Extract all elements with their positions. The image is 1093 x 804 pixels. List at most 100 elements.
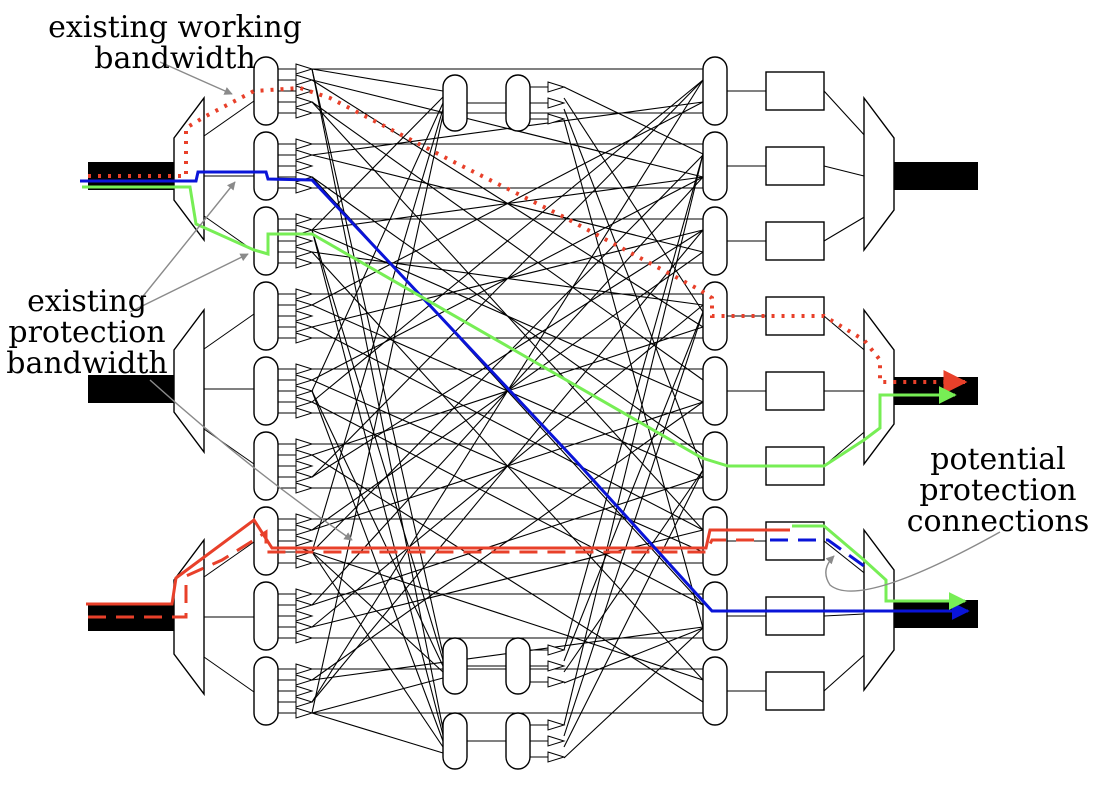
cross-link (311, 229, 704, 403)
amplifier-triangle (295, 621, 314, 633)
switch-oval (702, 56, 728, 126)
transponder-box (765, 146, 825, 186)
mid-stage-input-link (311, 96, 444, 231)
transponder-box (765, 671, 825, 711)
amplifier-triangle (547, 81, 566, 93)
mux-fan-line (823, 654, 865, 692)
cross-link (311, 79, 704, 403)
amplifier-triangle (295, 310, 314, 322)
mid-stage-input-link (311, 102, 444, 392)
switch-oval (253, 356, 279, 426)
cross-link (311, 101, 704, 156)
amplifier-triangle (295, 299, 314, 311)
cross-link (311, 401, 704, 606)
amplifier-triangle (295, 663, 314, 675)
mid-stage-output-link (563, 108, 704, 471)
switch-oval (702, 281, 728, 351)
protection-path (82, 185, 957, 468)
annotation-leaders (129, 61, 1001, 592)
left-switch-node (253, 431, 314, 501)
middle-switch-node (442, 712, 566, 770)
protection-leader (129, 253, 249, 313)
amplifier-triangle (295, 685, 314, 697)
amplifier-triangle (295, 674, 314, 686)
switch-oval (253, 581, 279, 651)
switch-oval (253, 281, 279, 351)
amplifier-triangle (547, 113, 566, 125)
working-leader (159, 61, 233, 95)
amplifier-triangle (547, 660, 566, 672)
mux-fan-line (203, 656, 255, 693)
lightpaths (80, 85, 970, 620)
protection-label-line2: protection (8, 315, 166, 350)
mid-stage-output-link (563, 97, 704, 313)
mux-fan-line (203, 428, 255, 465)
middle-switch-node (442, 74, 566, 132)
potential-protection-connections-label: potential protection connections (905, 444, 1091, 537)
switch-oval (702, 206, 728, 276)
mux-fan-line (823, 216, 865, 242)
amplifier-triangle (295, 599, 314, 611)
amplifier-triangle (295, 588, 314, 600)
amplifier-triangle (295, 385, 314, 397)
amplifier-triangle (547, 97, 566, 109)
amplifier-triangle (295, 363, 314, 375)
amplifier-triangle (295, 407, 314, 419)
mid-stage-input-link (311, 229, 444, 661)
amplifier-triangle (295, 63, 314, 75)
amplifier-triangle (547, 676, 566, 688)
mid-stage-output-link (563, 119, 704, 629)
mid-stage-output-link (563, 153, 704, 651)
left-switch-node (253, 356, 314, 426)
transponder-box (765, 371, 825, 411)
mid-stage-input-link (311, 551, 444, 748)
amplifier-triangle (295, 632, 314, 644)
transponder-box (765, 596, 825, 636)
switch-oval (253, 656, 279, 726)
mid-stage-input-link (311, 390, 444, 742)
working-label-line2: bandwidth (94, 41, 256, 76)
cross-link (311, 154, 704, 553)
amplifier-triangle (295, 107, 314, 119)
working-label-line1: existing working (48, 10, 302, 45)
potential-label-line2: protection (919, 473, 1077, 508)
cross-link (311, 79, 704, 703)
transponder-box (765, 221, 825, 261)
mid-stage-input-link (311, 108, 444, 553)
amplifier-triangle (547, 719, 566, 731)
mid-stage-output-link (563, 86, 704, 155)
mux-fan-line (823, 613, 865, 617)
switch-oval (253, 206, 279, 276)
multiplexer (863, 95, 895, 253)
amplifier-triangle (295, 213, 314, 225)
mux-fan-line (823, 540, 865, 574)
mid-stage-output-link (563, 627, 704, 684)
amplifier-triangle (295, 696, 314, 708)
mux-fan-line (203, 100, 255, 137)
cross-link (311, 229, 704, 703)
amplifier-triangle (295, 138, 314, 150)
mux-fan-line (823, 165, 865, 177)
amplifier-triangle (295, 182, 314, 194)
switch-oval (702, 356, 728, 426)
cross-link (311, 529, 704, 628)
amplifier-triangle (295, 535, 314, 547)
cross-link (311, 401, 704, 681)
mux-fan-line (203, 541, 255, 578)
amplifier-triangle (295, 396, 314, 408)
left-switch-node (253, 206, 314, 276)
multiplexer (863, 307, 895, 467)
transponder-box (765, 71, 825, 111)
amplifier-triangle (547, 644, 566, 656)
amplifier-triangle (295, 374, 314, 386)
mid-stage-input-link (311, 712, 444, 754)
amplifier-triangle (295, 160, 314, 172)
existing-protection-bandwidth-label: existing protection bandwidth (2, 286, 172, 379)
primary-path (80, 170, 970, 620)
protection-label-line1: existing (27, 284, 147, 319)
mid-stage-output-link (563, 311, 704, 662)
amplifier-triangle (295, 449, 314, 461)
amplifier-triangle (295, 471, 314, 483)
